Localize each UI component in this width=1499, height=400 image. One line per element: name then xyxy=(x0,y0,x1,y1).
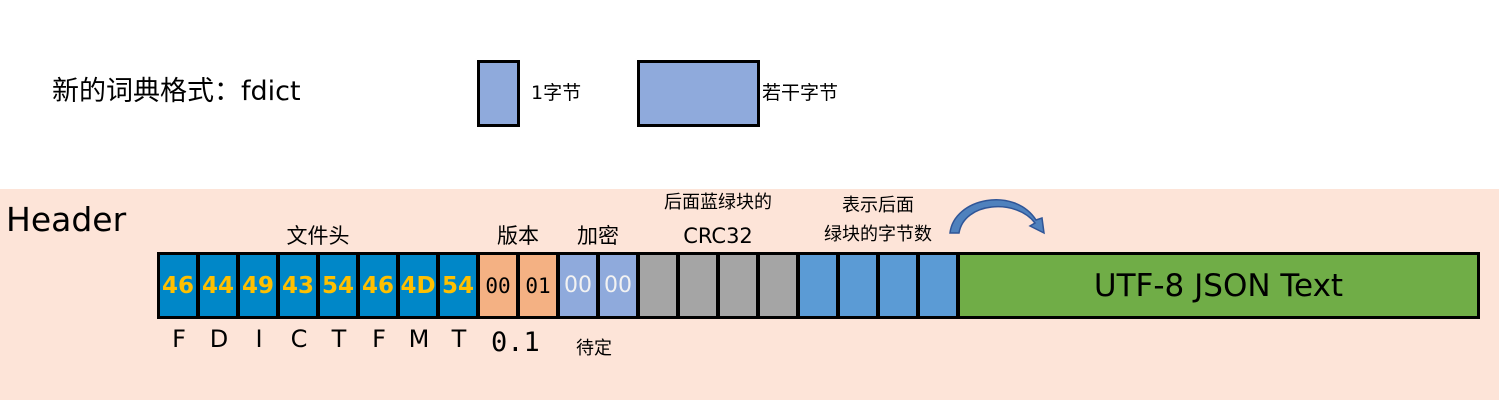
magic-byte-cell: 46 xyxy=(160,255,200,316)
byte-layout-strip: 46 44 49 43 54 46 4D 54 00 01 00 00 UTF-… xyxy=(157,252,1480,319)
version-byte-cell: 00 xyxy=(480,255,520,316)
magic-char-label: T xyxy=(331,325,347,353)
json-payload-block: UTF-8 JSON Text xyxy=(960,255,1477,316)
legend-multi-byte-swatch xyxy=(637,60,760,127)
crc-group-label-line2: CRC32 xyxy=(683,224,753,248)
magic-byte-cell: 4D xyxy=(400,255,440,316)
length-byte-cell xyxy=(840,255,880,316)
crc-byte-cell xyxy=(760,255,800,316)
encryption-note-label: 待定 xyxy=(576,338,612,359)
length-group-label-line2: 绿块的字节数 xyxy=(824,224,932,245)
encryption-byte-cell: 00 xyxy=(560,255,600,316)
length-byte-cell xyxy=(800,255,840,316)
magic-char-label: M xyxy=(408,325,430,353)
crc-group-label-line1: 后面蓝绿块的 xyxy=(664,192,772,213)
version-group-label: 版本 xyxy=(497,224,539,248)
magic-char-label: F xyxy=(372,325,386,353)
magic-byte-cell: 54 xyxy=(320,255,360,316)
magic-byte-cell: 54 xyxy=(440,255,480,316)
header-section-label: Header xyxy=(6,200,127,239)
magic-byte-cell: 43 xyxy=(280,255,320,316)
length-byte-cell xyxy=(880,255,920,316)
crc-byte-cell xyxy=(680,255,720,316)
magic-char-label: D xyxy=(209,325,229,353)
magic-byte-cell: 44 xyxy=(200,255,240,316)
magic-char-label: T xyxy=(451,325,467,353)
length-group-label-line1: 表示后面 xyxy=(842,195,914,216)
magic-char-label: I xyxy=(255,325,263,353)
curved-arrow-icon xyxy=(949,199,1045,235)
encryption-group-label: 加密 xyxy=(577,224,619,248)
legend-multi-byte-label: 若干字节 xyxy=(762,82,839,104)
crc-byte-cell xyxy=(640,255,680,316)
magic-char-label: F xyxy=(172,325,186,353)
version-byte-cell: 01 xyxy=(520,255,560,316)
magic-byte-cell: 46 xyxy=(360,255,400,316)
magic-char-label: C xyxy=(290,325,308,353)
crc-byte-cell xyxy=(720,255,760,316)
length-byte-cell xyxy=(920,255,960,316)
encryption-byte-cell: 00 xyxy=(600,255,640,316)
legend-single-byte-swatch xyxy=(477,60,520,127)
magic-byte-cell: 49 xyxy=(240,255,280,316)
magic-group-label: 文件头 xyxy=(286,224,350,248)
version-value-label: 0.1 xyxy=(491,327,540,358)
legend-single-byte-label: 1字节 xyxy=(531,82,582,104)
diagram-title: 新的词典格式：fdict xyxy=(52,76,301,107)
